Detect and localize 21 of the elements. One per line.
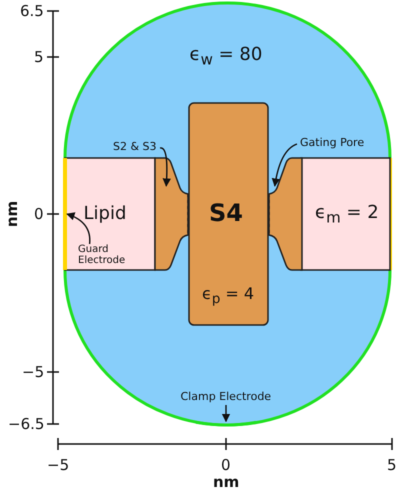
callout-label: S2 & S3 bbox=[113, 141, 157, 154]
tick-label: −5 bbox=[22, 363, 44, 381]
region-label: Lipid bbox=[84, 204, 126, 224]
tick-label: 0 bbox=[221, 456, 231, 474]
tick-label: 6.5 bbox=[20, 2, 44, 20]
tick-label: 5 bbox=[34, 48, 44, 66]
tick-label: −6.5 bbox=[8, 415, 44, 433]
axis-title: nm bbox=[213, 473, 240, 490]
leader-line bbox=[66, 212, 90, 244]
leader-line bbox=[272, 143, 298, 187]
callout-label: Clamp Electrode bbox=[180, 391, 272, 404]
permittivity-label: ϵ$_{w}$ = 80 bbox=[190, 45, 262, 68]
callout-label: Gating Pore bbox=[300, 137, 364, 150]
axis-title: nm bbox=[3, 200, 22, 228]
permittivity-label: ϵ$_{p}$ = 4 bbox=[202, 285, 254, 308]
leader-line bbox=[160, 147, 171, 187]
tick-label: 0 bbox=[34, 205, 44, 223]
leader-line bbox=[222, 405, 230, 422]
tick-label: −5 bbox=[47, 456, 70, 474]
permittivity-label: ϵ$_{m}$ = 2 bbox=[315, 203, 379, 226]
tick-label: 5 bbox=[387, 456, 397, 474]
